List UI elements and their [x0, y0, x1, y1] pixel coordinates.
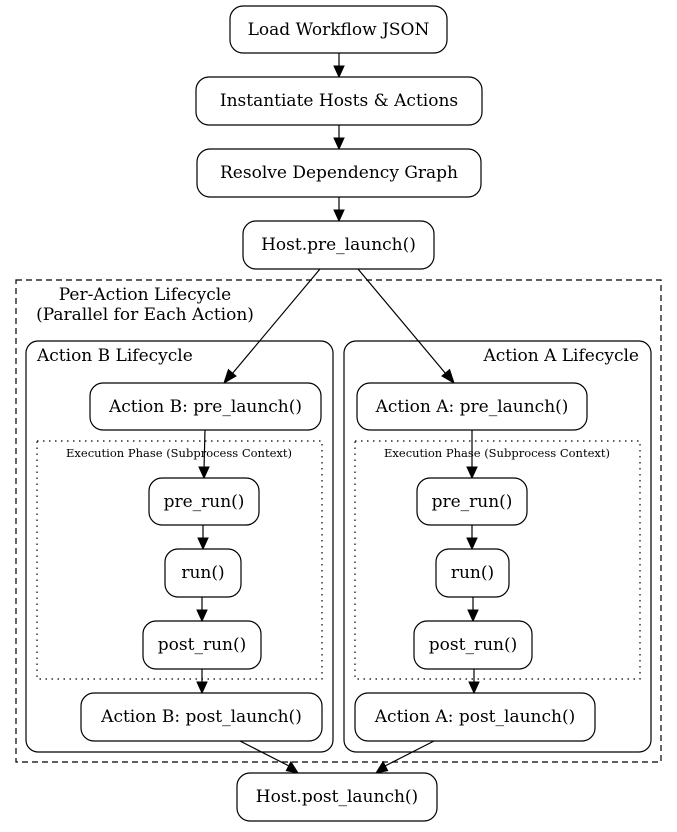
- node-action-a-post-run: post_run(): [413, 620, 533, 670]
- arrowhead: [223, 368, 237, 385]
- node-label: Host.post_launch(): [256, 787, 418, 807]
- node-label: Action B: pre_launch(): [108, 397, 302, 417]
- node-action-b-pre-launch: Action B: pre_launch(): [89, 382, 322, 431]
- action-b-execution-phase-title: Execution Phase (Subprocess Context): [66, 446, 292, 460]
- arrowhead: [285, 760, 300, 774]
- node-label: Action A: pre_launch(): [375, 397, 569, 417]
- node-action-b-run: run(): [164, 548, 242, 598]
- node-label: run(): [181, 563, 224, 583]
- node-action-a-post-launch: Action A: post_launch(): [354, 692, 596, 742]
- node-host-pre-launch: Host.pre_launch(): [242, 220, 435, 270]
- action-b-lifecycle-title: Action B Lifecycle: [36, 346, 193, 366]
- node-label: pre_run(): [164, 492, 245, 512]
- node-action-b-post-launch: Action B: post_launch(): [80, 692, 323, 742]
- node-label: Action B: post_launch(): [100, 707, 302, 727]
- node-label: Resolve Dependency Graph: [220, 163, 458, 183]
- node-instantiate-hosts-actions: Instantiate Hosts & Actions: [195, 76, 483, 126]
- arrowhead: [466, 537, 478, 551]
- per-action-lifecycle-subtitle: (Parallel for Each Action): [36, 305, 254, 325]
- arrowhead: [466, 466, 478, 480]
- node-action-a-pre-launch: Action A: pre_launch(): [356, 382, 588, 431]
- arrowhead: [333, 137, 345, 151]
- node-resolve-dependency-graph: Resolve Dependency Graph: [196, 148, 482, 198]
- arrowhead: [374, 760, 389, 774]
- edges: [196, 53, 480, 774]
- edge-bpost-hostpost: [239, 740, 290, 767]
- node-label: post_run(): [158, 635, 246, 655]
- edge-hostpre-apre: [357, 268, 447, 375]
- action-a-lifecycle-cluster: [343, 340, 652, 753]
- node-load-workflow-json: Load Workflow JSON: [229, 5, 448, 54]
- node-label: Load Workflow JSON: [248, 20, 430, 40]
- edge-bpre-bprerun: [203, 429, 206, 470]
- node-label: run(): [451, 563, 494, 583]
- node-label: Action A: post_launch(): [374, 707, 575, 727]
- node-label: post_run(): [429, 635, 517, 655]
- node-action-b-pre-run: pre_run(): [148, 477, 260, 526]
- node-action-a-run: run(): [435, 548, 510, 598]
- node-action-b-post-run: post_run(): [142, 620, 262, 670]
- action-a-execution-phase-title: Execution Phase (Subprocess Context): [384, 446, 610, 460]
- per-action-lifecycle-title: Per-Action Lifecycle: [59, 285, 231, 305]
- arrowhead: [441, 368, 455, 385]
- arrowhead: [467, 609, 479, 623]
- action-b-lifecycle-cluster: [25, 340, 334, 753]
- arrowhead: [333, 65, 345, 79]
- node-label: Instantiate Hosts & Actions: [220, 91, 458, 111]
- node-action-a-pre-run: pre_run(): [416, 477, 528, 526]
- arrowhead: [468, 681, 480, 695]
- node-host-post-launch: Host.post_launch(): [236, 772, 438, 822]
- edge-apost-hostpost: [384, 740, 435, 767]
- edge-hostpre-bpre: [231, 268, 321, 375]
- arrowhead: [333, 209, 345, 223]
- action-a-lifecycle-title: Action A Lifecycle: [482, 346, 639, 366]
- arrowhead: [196, 681, 208, 695]
- arrowhead: [197, 537, 209, 551]
- node-label: pre_run(): [432, 492, 513, 512]
- arrowhead: [198, 466, 210, 480]
- per-action-lifecycle-cluster: [15, 279, 662, 763]
- arrowhead: [196, 609, 208, 623]
- node-label: Host.pre_launch(): [261, 235, 416, 255]
